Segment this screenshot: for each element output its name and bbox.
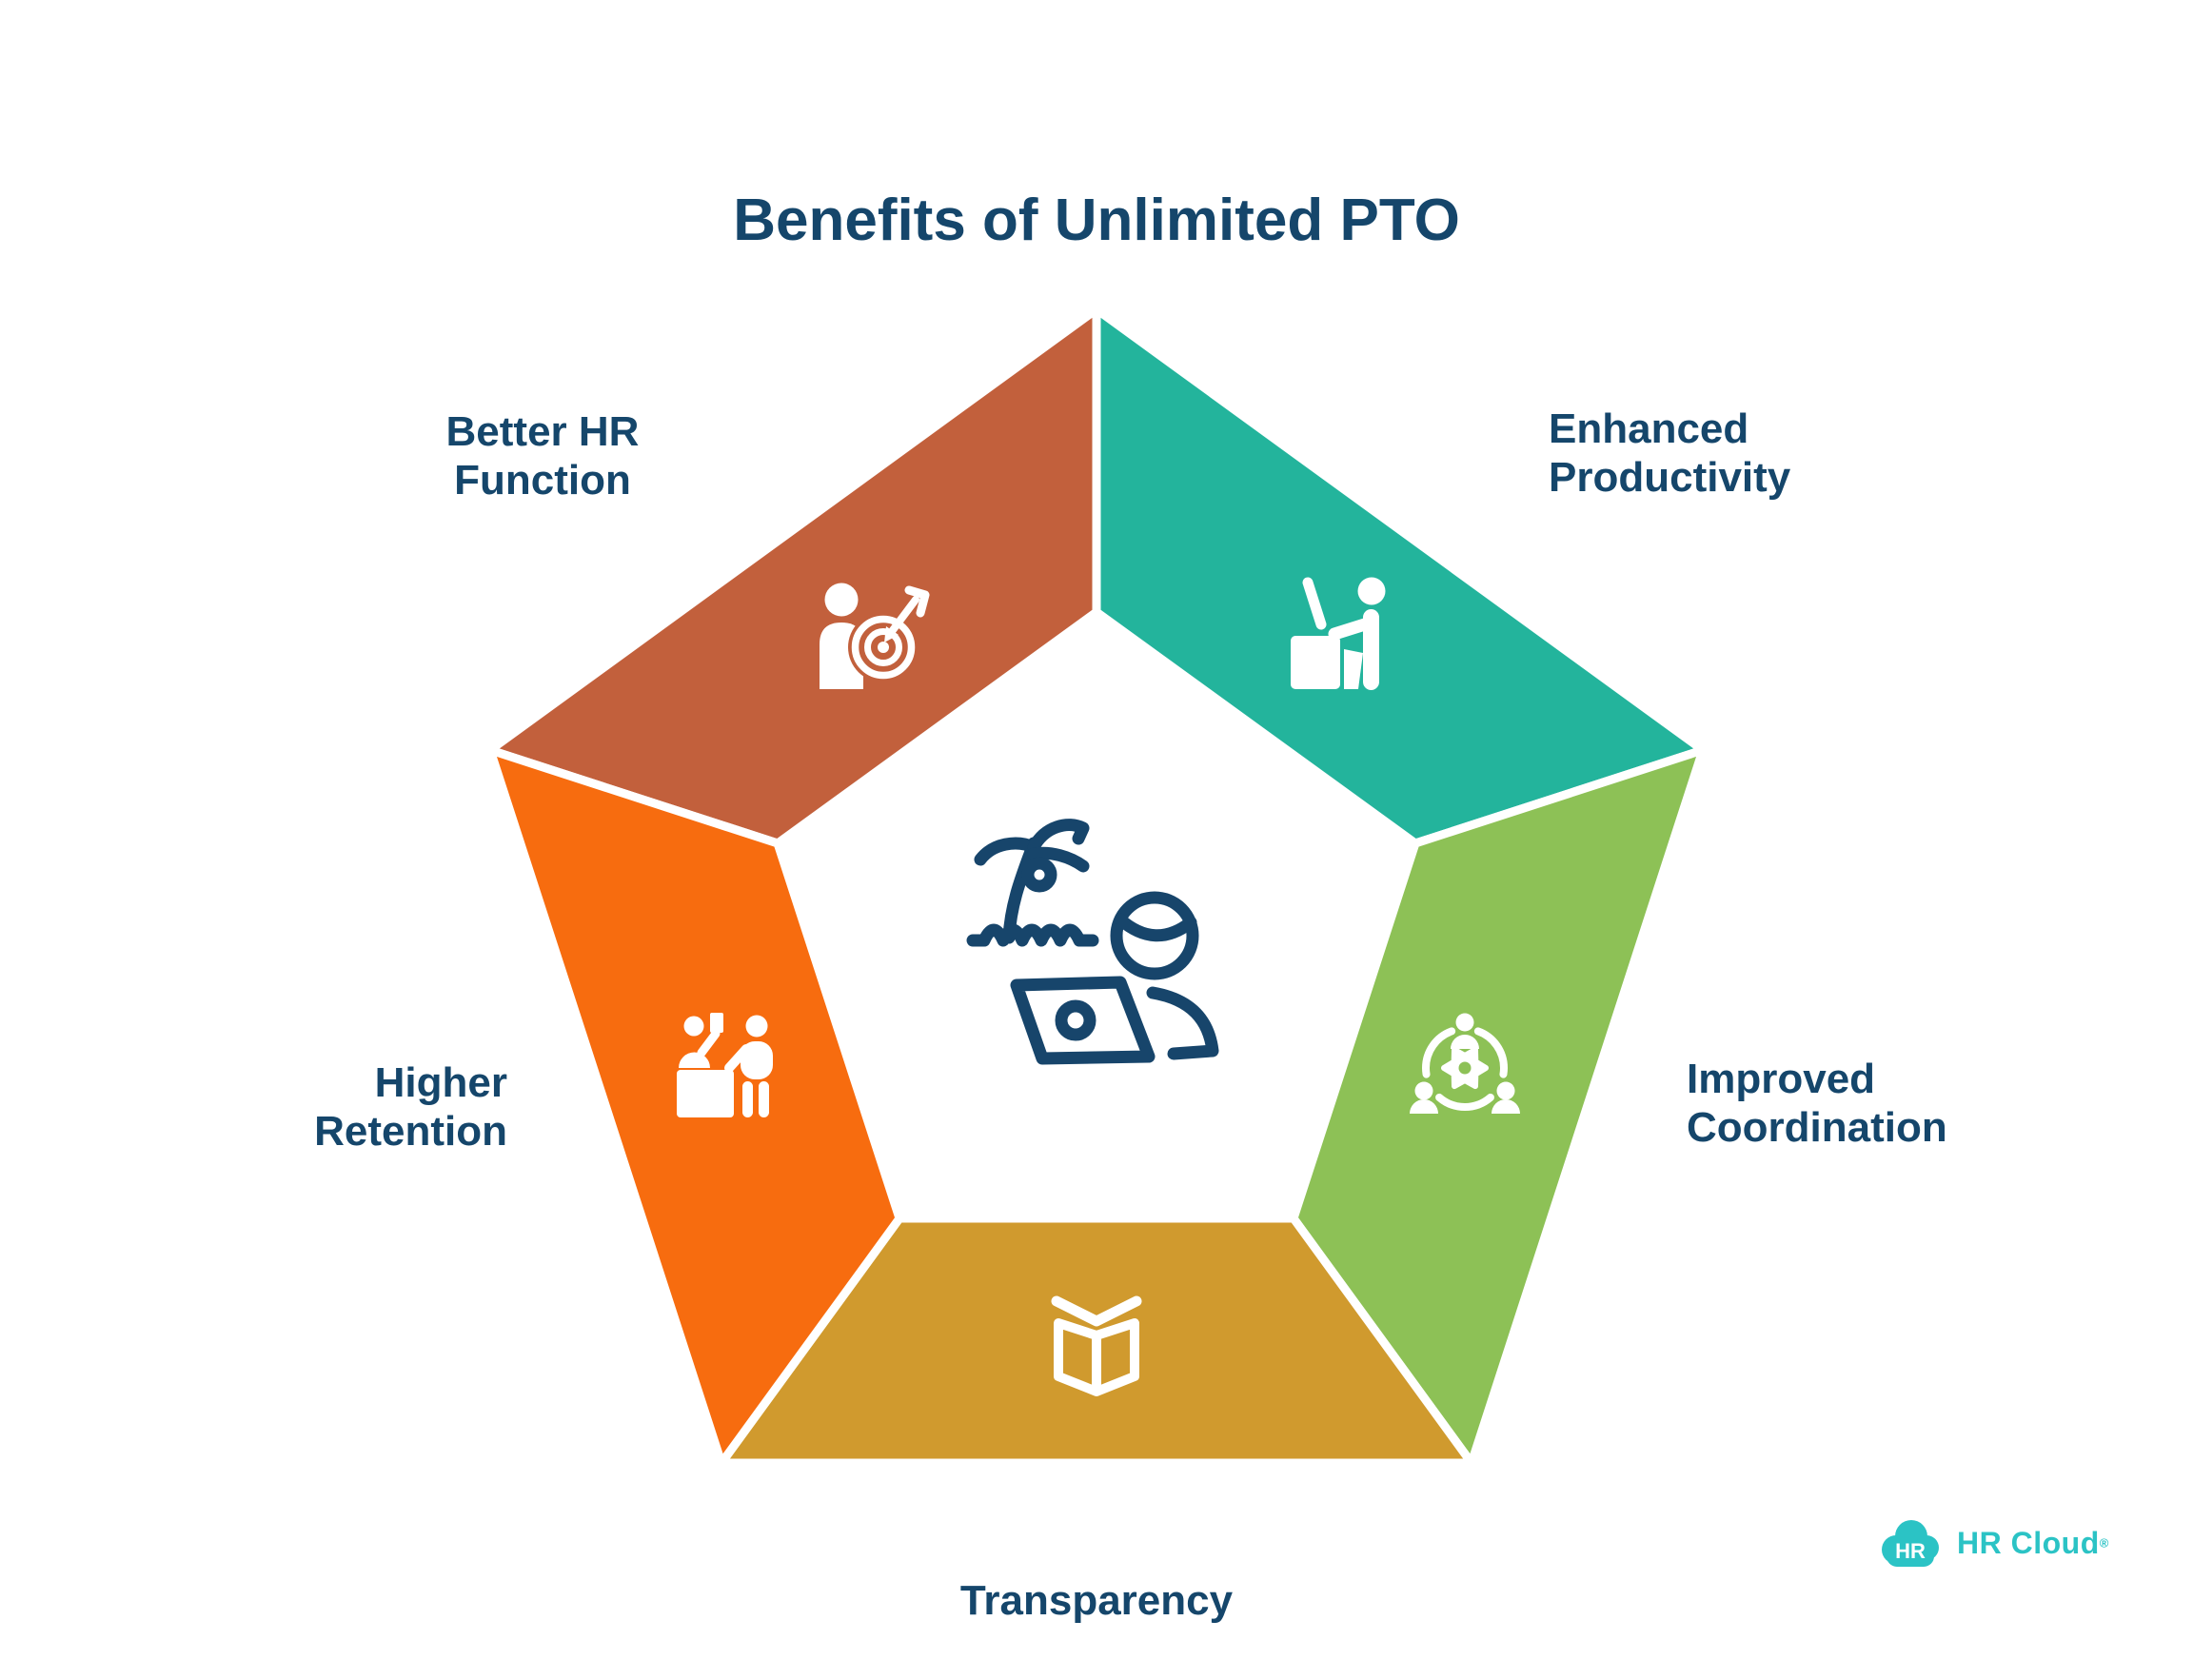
logo-badge-text: HR <box>1895 1539 1926 1563</box>
hr-cloud-badge-icon: HR <box>1882 1520 1939 1567</box>
label-line: Enhanced <box>1549 405 1749 452</box>
head-band <box>1114 913 1197 942</box>
hr-cloud-logo: HR HR Cloud® <box>1877 1515 2108 1571</box>
open-book-icon <box>1051 1295 1142 1396</box>
label-better-hr-function: Better HR Function <box>324 407 761 504</box>
laptop-logo <box>1055 999 1096 1041</box>
team-around-gear-icon <box>1410 1013 1520 1114</box>
coconut <box>1021 857 1057 893</box>
label-higher-retention: Higher Retention <box>203 1058 507 1156</box>
person-target-icon <box>820 583 930 689</box>
palm-frond-right <box>1027 819 1090 854</box>
logo-registered-mark: ® <box>2099 1535 2109 1551</box>
segment-enhanced-productivity <box>1092 301 1712 848</box>
vacation-laptop-palm-illustration <box>966 819 1219 1065</box>
page-title: Benefits of Unlimited PTO <box>733 188 1460 253</box>
logo-name: HR Cloud <box>1957 1525 2100 1560</box>
label-line: Improved <box>1687 1056 1876 1102</box>
label-transparency: Transparency <box>811 1576 1382 1625</box>
label-line: Productivity <box>1549 454 1791 502</box>
label-line: Better HR <box>445 408 640 455</box>
label-line: Transparency <box>959 1577 1234 1624</box>
shoulder-arm <box>1146 986 1219 1060</box>
label-enhanced-productivity: Enhanced Productivity <box>1549 405 1790 502</box>
waves <box>966 923 1099 947</box>
segment-better-hr-function <box>481 301 1101 848</box>
label-line: Higher <box>374 1059 507 1106</box>
label-line: Coordination <box>1687 1104 1947 1152</box>
person-at-desk-icon <box>1291 577 1386 690</box>
laptop <box>1010 976 1156 1065</box>
label-line: Retention <box>314 1108 507 1156</box>
palm-frond-low <box>1027 846 1090 873</box>
label-improved-coordination: Improved Coordination <box>1687 1055 1947 1152</box>
label-line: Function <box>454 457 631 504</box>
employees-counter-icon <box>677 1013 773 1117</box>
head <box>1110 891 1199 980</box>
